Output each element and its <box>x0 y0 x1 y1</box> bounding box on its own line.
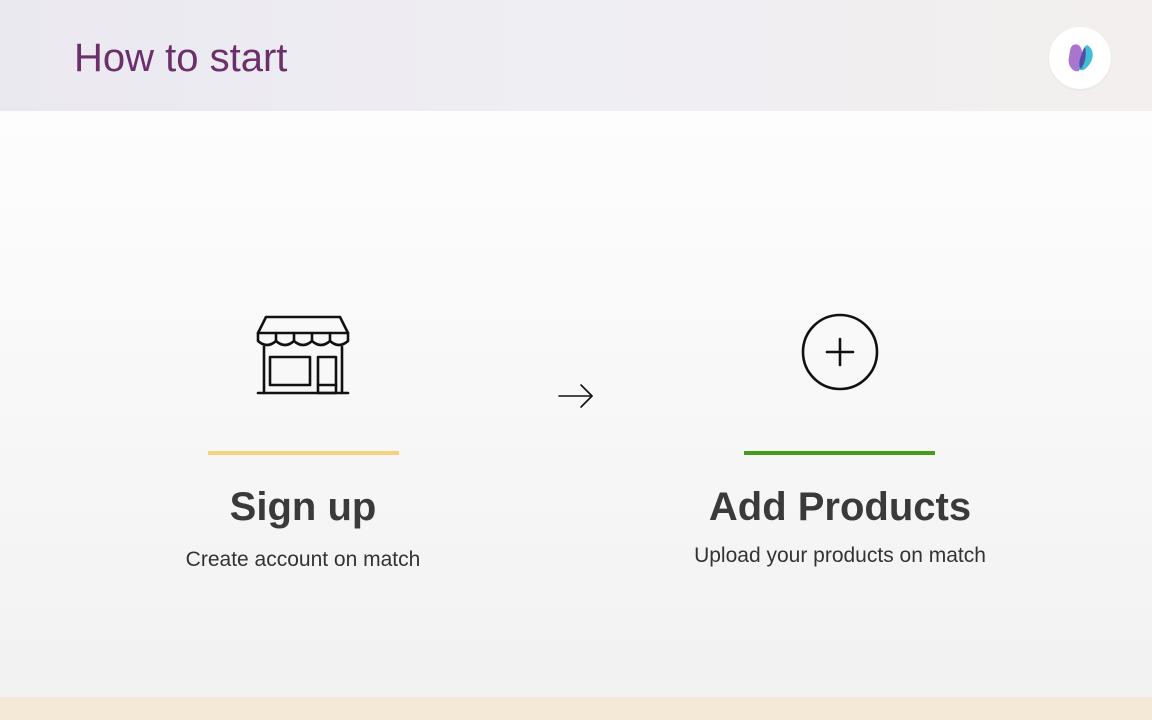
step-description: Create account on match <box>185 548 421 571</box>
step-description: Upload your products on match <box>694 544 986 567</box>
step-accent-bar <box>744 451 935 455</box>
butterfly-logo-icon <box>1068 44 1093 72</box>
step-title: Sign up <box>229 485 377 529</box>
step-add-products: Add Products Upload your products on mat… <box>680 0 1000 720</box>
page-title: How to start <box>74 36 288 80</box>
storefront-icon <box>254 313 352 402</box>
step-accent-bar <box>208 451 399 455</box>
logo[interactable] <box>1049 27 1111 89</box>
step-title: Add Products <box>708 485 972 529</box>
footer-band <box>0 697 1152 720</box>
arrow-right-icon <box>557 382 595 415</box>
header-bar: How to start <box>0 0 1152 111</box>
plus-circle-icon <box>800 312 880 397</box>
step-sign-up: Sign up Create account on match <box>143 0 463 720</box>
